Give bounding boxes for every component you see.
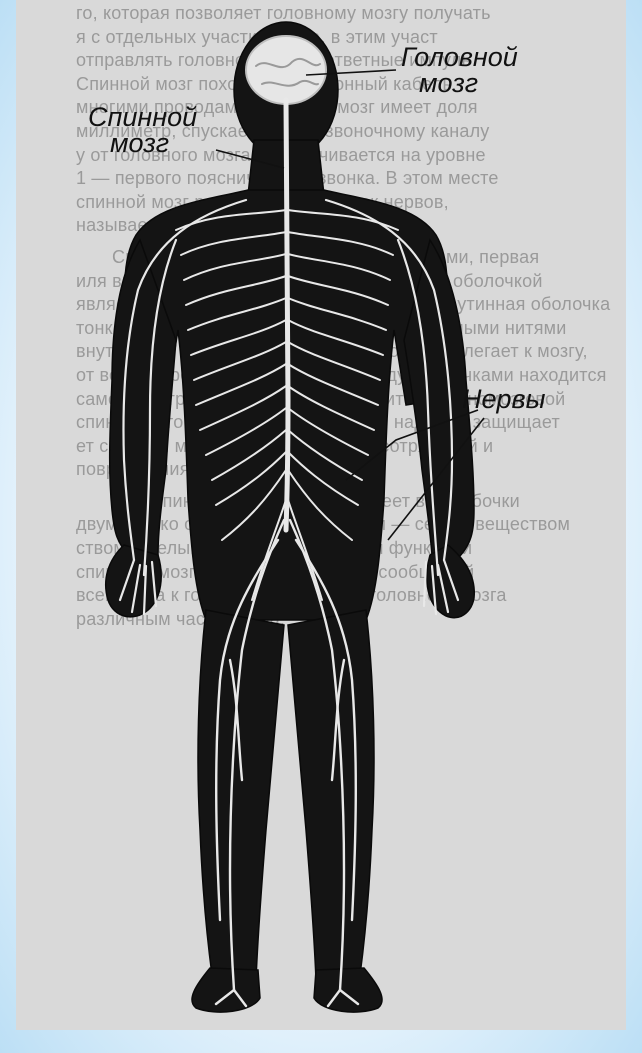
- body-silhouette: [106, 22, 475, 1012]
- spinal-cord: [286, 100, 288, 530]
- right-leg: [288, 610, 374, 980]
- right-foot: [314, 968, 382, 1012]
- label-brain-line2: мозг: [401, 70, 561, 96]
- label-brain: Головной мозг: [401, 44, 561, 96]
- label-nerves: Нервы: [462, 386, 592, 412]
- label-spinal-cord: Спинной мозг: [88, 104, 228, 156]
- brain: [246, 36, 326, 104]
- label-spinal-line1: Спинной: [88, 104, 228, 130]
- textbook-scan: го, которая позволяет головному мозгу по…: [16, 0, 626, 1030]
- left-foot: [192, 968, 260, 1012]
- label-spinal-line2: мозг: [88, 130, 228, 156]
- label-brain-line1: Головной: [401, 44, 561, 70]
